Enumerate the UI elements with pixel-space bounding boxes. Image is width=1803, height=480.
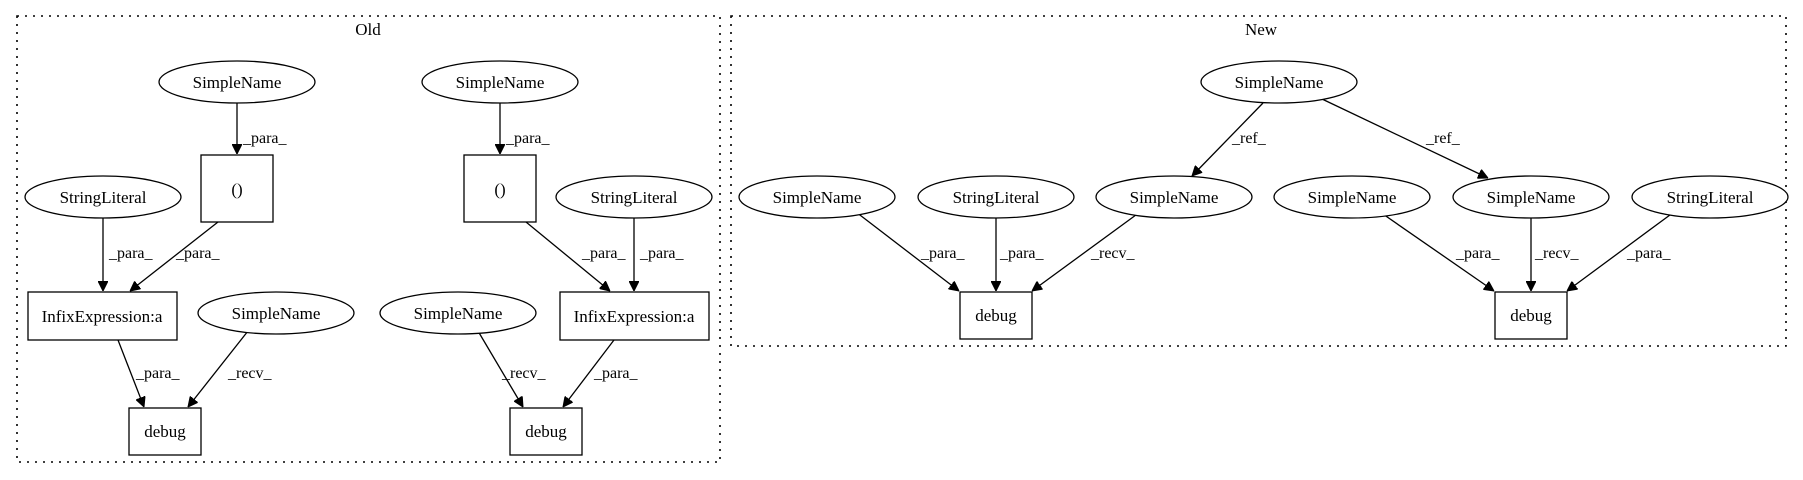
edge-label: _recv_ [1534,245,1580,262]
node-paren-invocation: () [200,154,274,223]
edge-new-sl1-to-debug1: _para_ [996,215,1045,291]
svg-text:SimpleName: SimpleName [1487,188,1576,207]
edge-new-sn1-to-debug1: _para_ [855,211,966,291]
node-simplename: SimpleName [1095,175,1253,219]
svg-text:SimpleName: SimpleName [414,304,503,323]
edge-label: _para_ [639,245,685,262]
svg-text:StringLiteral: StringLiteral [60,188,147,207]
edge-label: _para_ [135,365,181,382]
edge-old-sn3-to-debug1: _recv_ [188,330,273,407]
svg-text:StringLiteral: StringLiteral [1667,188,1754,207]
cluster-new: New [730,15,1787,347]
node-debug: debug [959,291,1033,340]
node-simplename: SimpleName [197,291,355,335]
node-simplename: SimpleName [1200,60,1358,104]
node-stringliteral: StringLiteral [917,175,1075,219]
edge-new-sn2-to-debug1: _recv_ [1032,211,1141,291]
edge-label: _para_ [581,245,627,262]
node-stringliteral: StringLiteral [1631,175,1789,219]
svg-text:debug: debug [525,422,567,441]
cluster-new-label: New [1245,20,1278,39]
node-infixexpression: InfixExpression:a [559,291,710,341]
edge-old-paren1-to-infix1: _para_ [130,221,221,291]
svg-text:StringLiteral: StringLiteral [953,188,1040,207]
node-simplename: SimpleName [158,60,316,104]
edge-label: _para_ [1455,245,1501,262]
edge-label: _para_ [999,245,1045,262]
svg-text:SimpleName: SimpleName [456,73,545,92]
edge-new-sn4-to-debug2: _recv_ [1531,215,1580,291]
cluster-old-label: Old [355,20,381,39]
edge-old-paren2-to-infix2: _para_ [525,221,627,291]
edge-old-sn4-to-debug2: _recv_ [477,330,547,407]
edge-label: _ref_ [1231,130,1267,147]
svg-text:(): () [231,180,242,199]
node-debug: debug [509,407,583,456]
svg-text:debug: debug [975,306,1017,325]
edge-label: _recv_ [1090,245,1136,262]
edge-old-sn1-to-paren1: _para_ [237,102,288,154]
edge-label: _recv_ [501,365,547,382]
svg-text:SimpleName: SimpleName [1308,188,1397,207]
node-simplename: SimpleName [421,60,579,104]
node-debug: debug [128,407,202,456]
svg-text:SimpleName: SimpleName [1130,188,1219,207]
edge-old-sl1-to-infix1: _para_ [103,215,154,291]
edge-label: _para_ [1626,245,1672,262]
node-infixexpression: InfixExpression:a [27,291,178,341]
edge-label: _recv_ [227,365,273,382]
edge-new-top-to-sn4: _ref_ [1321,98,1488,178]
svg-text:StringLiteral: StringLiteral [591,188,678,207]
edge-label: _para_ [108,245,154,262]
svg-text:SimpleName: SimpleName [773,188,862,207]
edge-old-sn2-to-paren2: _para_ [500,102,551,154]
svg-text:(): () [494,180,505,199]
edge-new-sn3-to-debug2: _para_ [1379,211,1501,291]
node-simplename: SimpleName [1273,175,1431,219]
edge-label: _para_ [920,245,966,262]
node-simplename: SimpleName [1452,175,1610,219]
edge-old-sl2-to-infix2: _para_ [634,215,685,291]
node-simplename: SimpleName [738,175,896,219]
svg-text:InfixExpression:a: InfixExpression:a [42,307,163,326]
node-stringliteral: StringLiteral [24,175,182,219]
svg-text:SimpleName: SimpleName [1235,73,1324,92]
node-debug: debug [1494,291,1568,340]
node-simplename: SimpleName [379,291,537,335]
svg-text:debug: debug [144,422,186,441]
edge-old-infix2-to-debug2: _para_ [563,339,639,407]
edge-label: _ref_ [1425,130,1461,147]
edge-label: _para_ [175,245,221,262]
edge-label: _para_ [593,365,639,382]
edge-new-sl2-to-debug2: _para_ [1567,211,1675,291]
edge-label: _para_ [505,130,551,147]
svg-text:InfixExpression:a: InfixExpression:a [574,307,695,326]
svg-text:SimpleName: SimpleName [193,73,282,92]
edge-label: _para_ [242,130,288,147]
svg-text:SimpleName: SimpleName [232,304,321,323]
cluster-old: Old [16,15,721,463]
edge-old-infix1-to-debug1: _para_ [117,339,181,407]
edge-new-top-to-sn2: _ref_ [1192,102,1267,176]
svg-text:debug: debug [1510,306,1552,325]
node-paren-invocation: () [463,154,537,223]
node-stringliteral: StringLiteral [555,175,713,219]
